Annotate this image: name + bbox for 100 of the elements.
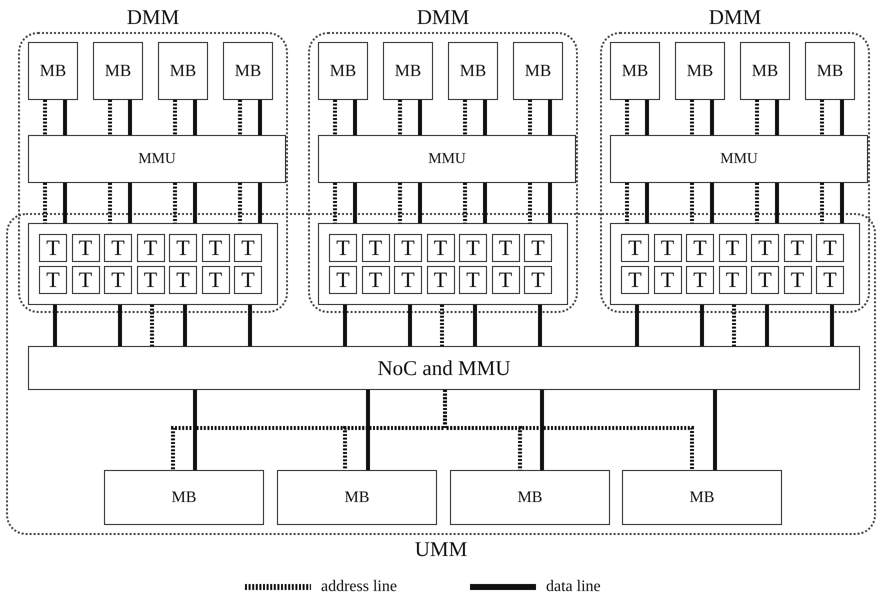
box-label: T <box>466 267 480 293</box>
box-label: T <box>176 267 190 293</box>
thread-cell <box>39 266 67 294</box>
memory-block <box>383 42 433 100</box>
address-line <box>463 183 467 223</box>
box-label: T <box>46 267 60 293</box>
data-line <box>538 305 542 346</box>
box-label: T <box>176 235 190 261</box>
data-line <box>548 183 552 223</box>
data-line <box>63 100 67 135</box>
address-line <box>333 183 337 223</box>
thread-cell <box>654 266 682 294</box>
data-line <box>710 183 714 223</box>
box-label: T <box>531 267 545 293</box>
address-line <box>398 183 402 223</box>
box-label: T <box>208 235 222 261</box>
thread-cell <box>362 234 390 262</box>
box-label: MB <box>234 61 262 81</box>
core-box <box>28 223 278 305</box>
memory-block <box>450 470 610 525</box>
data-line <box>353 100 357 135</box>
box-label: MB <box>518 488 542 506</box>
data-line <box>118 305 122 346</box>
box-label: T <box>660 235 674 261</box>
data-line <box>840 183 844 223</box>
box-label: T <box>401 267 415 293</box>
thread-cell <box>72 234 100 262</box>
thread-cell <box>136 266 164 294</box>
thread-cell <box>234 266 262 294</box>
box-label: T <box>144 235 158 261</box>
address-line <box>440 305 444 346</box>
thread-cell <box>686 266 714 294</box>
mmu-box <box>28 135 286 183</box>
memory-block <box>318 42 368 100</box>
memory-block <box>158 42 208 100</box>
mmu-box <box>318 135 576 183</box>
data-line <box>128 100 132 135</box>
region-title: DMM <box>708 5 762 29</box>
memory-block <box>93 42 143 100</box>
address-line <box>333 100 337 135</box>
thread-cell <box>784 234 812 262</box>
box-label: T <box>401 235 415 261</box>
memory-block <box>223 42 273 100</box>
box-label: T <box>241 267 255 293</box>
address-line <box>173 100 177 135</box>
thread-cell <box>686 234 714 262</box>
thread-cell <box>524 234 552 262</box>
data-line <box>343 305 347 346</box>
box-label: NoC and MMU <box>377 356 510 380</box>
address-line <box>173 183 177 223</box>
address-line <box>108 183 112 223</box>
thread-cell <box>329 234 357 262</box>
thread-cell <box>362 266 390 294</box>
box-label: T <box>693 235 707 261</box>
memory-block <box>104 470 264 525</box>
thread-cell <box>751 266 779 294</box>
thread-cell <box>426 234 454 262</box>
memory-block <box>675 42 725 100</box>
box-label: T <box>660 267 674 293</box>
data-line <box>635 305 639 346</box>
box-label: T <box>336 235 350 261</box>
box-label: T <box>434 235 448 261</box>
data-line <box>53 305 57 346</box>
mmu-box <box>610 135 868 183</box>
data-line <box>353 183 357 223</box>
data-line <box>418 183 422 223</box>
box-label: T <box>726 267 740 293</box>
address-line <box>238 100 242 135</box>
box-label: MB <box>816 61 844 81</box>
data-line <box>645 100 649 135</box>
address-line <box>690 100 694 135</box>
box-label: MB <box>690 488 714 506</box>
box-label: MB <box>622 61 648 81</box>
data-line <box>645 183 649 223</box>
thread-cell <box>104 234 132 262</box>
thread-cell <box>169 266 197 294</box>
data-line <box>840 100 844 135</box>
data-line <box>713 390 717 470</box>
box-label: MB <box>344 488 370 506</box>
data-line <box>830 305 834 346</box>
thread-cell <box>394 234 422 262</box>
thread-cell <box>816 266 844 294</box>
region-title: DMM <box>416 5 470 29</box>
thread-cell <box>394 266 422 294</box>
address-line <box>238 183 242 223</box>
data-line <box>63 183 67 223</box>
data-line <box>183 305 187 346</box>
box-label: T <box>144 267 158 293</box>
data-line <box>483 183 487 223</box>
data-line <box>548 100 552 135</box>
address-line <box>755 100 759 135</box>
data-line <box>366 390 370 470</box>
memory-block <box>622 470 782 525</box>
address-line <box>398 100 402 135</box>
box-label: T <box>758 235 772 261</box>
legend-label: address line <box>321 578 397 596</box>
box-label: T <box>78 267 92 293</box>
address-line <box>108 100 112 135</box>
box-label: T <box>790 267 804 293</box>
data-line <box>128 183 132 223</box>
